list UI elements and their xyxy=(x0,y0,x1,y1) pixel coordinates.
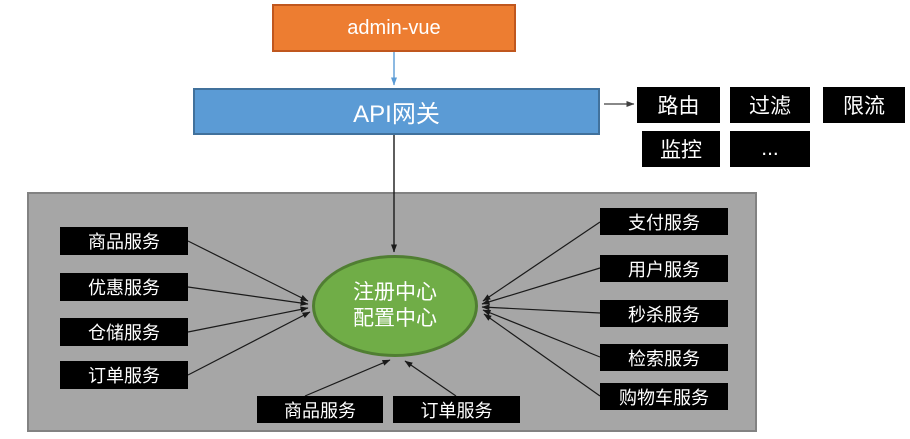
feature-ratelimit-box: 限流 xyxy=(823,87,905,123)
frontend-node: admin-vue xyxy=(272,4,516,52)
service-payment-right: 支付服务 xyxy=(600,208,728,235)
registry-label-line1: 注册中心 xyxy=(353,281,437,305)
service-cart-right: 购物车服务 xyxy=(600,383,728,410)
service-product-bottom-label: 商品服务 xyxy=(284,400,356,421)
service-order-bottom-label: 订单服务 xyxy=(420,400,493,421)
registry-label-line2: 配置中心 xyxy=(353,307,437,330)
service-seckill-right-label: 秒杀服务 xyxy=(628,304,700,325)
frontend-label: admin-vue xyxy=(347,16,441,39)
feature-monitor-box: 监控 xyxy=(642,131,720,167)
service-search-right-label: 检索服务 xyxy=(628,348,700,369)
service-product-bottom: 商品服务 xyxy=(257,396,383,423)
service-user-right: 用户服务 xyxy=(600,255,728,282)
service-product-left-label: 商品服务 xyxy=(88,232,160,252)
api-gateway-label: API网关 xyxy=(353,101,440,128)
service-order-left: 订单服务 xyxy=(60,361,188,389)
feature-ellipsis-label: ... xyxy=(761,137,779,160)
service-order-bottom: 订单服务 xyxy=(393,396,520,423)
service-warehouse-left-label: 仓储服务 xyxy=(88,323,160,343)
feature-filter-label: 过滤 xyxy=(749,95,791,118)
service-coupon-left: 优惠服务 xyxy=(60,273,188,301)
feature-monitor-label: 监控 xyxy=(660,139,702,162)
feature-route-box: 路由 xyxy=(637,87,720,123)
service-seckill-right: 秒杀服务 xyxy=(600,300,728,327)
service-user-right-label: 用户服务 xyxy=(628,259,700,280)
service-warehouse-left: 仓储服务 xyxy=(60,318,188,346)
feature-ellipsis-box: ... xyxy=(730,131,810,167)
service-order-left-label: 订单服务 xyxy=(88,366,160,386)
registry-config-center-node: 注册中心 配置中心 xyxy=(312,255,478,357)
service-product-left: 商品服务 xyxy=(60,227,188,255)
service-payment-right-label: 支付服务 xyxy=(628,212,700,233)
service-coupon-left-label: 优惠服务 xyxy=(88,278,160,298)
api-gateway-node: API网关 xyxy=(193,88,600,135)
service-search-right: 检索服务 xyxy=(600,344,728,371)
feature-route-label: 路由 xyxy=(657,95,700,118)
feature-ratelimit-label: 限流 xyxy=(843,95,885,118)
feature-filter-box: 过滤 xyxy=(730,87,810,123)
service-cart-right-label: 购物车服务 xyxy=(619,387,709,408)
